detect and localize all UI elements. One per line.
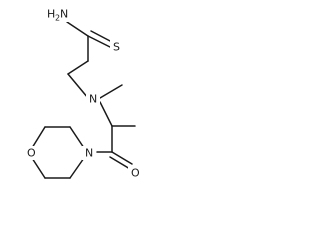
bond-c-o-1 xyxy=(111,151,133,165)
atom-layer: H 2 N S N N O O xyxy=(24,6,142,180)
bond-n-ch xyxy=(99,101,113,127)
atom-carbonyl-o-label: O xyxy=(131,167,140,180)
atom-morpholine-o: O xyxy=(24,146,38,160)
atom-nh2-count: 2 xyxy=(55,14,60,23)
bond-ring-c2-o xyxy=(31,126,46,149)
atom-thione-s: S xyxy=(110,40,122,54)
bond-ring-c4-n xyxy=(69,157,85,179)
bond-ch2b-n xyxy=(67,73,89,99)
bond-ring-n-c1 xyxy=(69,126,85,149)
bond-c-nh2 xyxy=(66,21,89,37)
atom-nh2: H 2 N xyxy=(43,6,70,23)
atom-s-label: S xyxy=(113,41,120,54)
atom-amine-n: N xyxy=(86,92,100,106)
molecule-structure: H 2 N S N N O O xyxy=(24,6,142,180)
atom-nh2-n: N xyxy=(60,8,68,21)
bond-c-s-1 xyxy=(87,35,111,48)
bond-n-methyl xyxy=(99,84,123,99)
bond-layer xyxy=(31,21,136,179)
atom-morpholine-n-label: N xyxy=(85,147,93,160)
atom-nh2-h: H xyxy=(47,8,55,21)
bond-ch2a-ch2b xyxy=(67,60,89,75)
bond-c-o-2 xyxy=(109,156,131,170)
atom-amine-n-label: N xyxy=(89,93,97,106)
bond-ring-o-c3 xyxy=(31,157,46,179)
atom-morpholine-o-label: O xyxy=(27,147,36,160)
atom-carbonyl-o: O xyxy=(128,166,142,180)
bond-c-s-2 xyxy=(90,30,113,43)
atom-morpholine-n: N xyxy=(82,146,96,160)
